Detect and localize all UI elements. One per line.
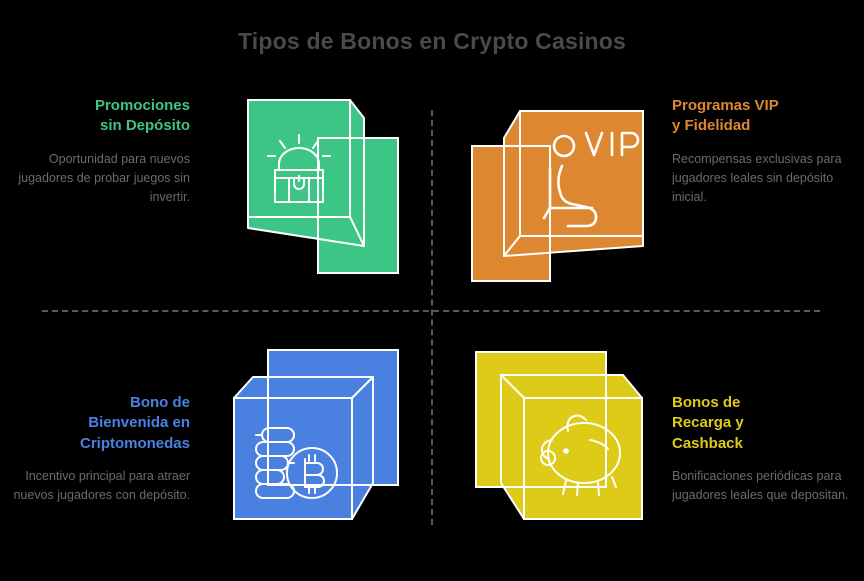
piggy-bank-icon bbox=[475, 351, 643, 520]
quadrant-body-top-left: Oportunidad para nuevos jugadores de pro… bbox=[18, 151, 190, 205]
quadrant-title-bottom-left: Bono de Bienvenida en Criptomonedas bbox=[10, 393, 190, 454]
quadrant-text-top-right: Programas VIP y Fidelidad Recompensas ex… bbox=[672, 96, 852, 208]
quadrant-text-bottom-left: Bono de Bienvenida en Criptomonedas Ince… bbox=[10, 393, 190, 506]
treasure-chest-icon bbox=[247, 99, 399, 274]
quadrant-text-top-left: Promociones sin Depósito Oportunidad par… bbox=[10, 96, 190, 208]
illustration-bottom-right bbox=[468, 343, 658, 538]
quadrant-body-bottom-right: Bonificaciones periódicas para jugadores… bbox=[672, 468, 849, 503]
illustration-top-right bbox=[466, 98, 646, 288]
quadrant-title-line: Bono de bbox=[130, 394, 190, 411]
quadrant-title-line: Promociones bbox=[94, 97, 190, 114]
quadrant-title-top-right: Programas VIP y Fidelidad bbox=[672, 96, 852, 137]
quadrant-text-bottom-right: Bonos de Recarga y Cashback Bonificacion… bbox=[672, 393, 852, 506]
quadrant-title-bottom-right: Bonos de Recarga y Cashback bbox=[672, 393, 852, 454]
quadrant-title-line: Cashback bbox=[672, 434, 743, 452]
vip-lounge-chair-icon bbox=[471, 110, 644, 282]
quadrant-title-line: Bienvenida en bbox=[88, 414, 190, 432]
quadrant-body-bottom-left: Incentivo principal para atraer nuevos j… bbox=[13, 468, 190, 503]
illustration-top-left bbox=[246, 98, 416, 288]
quadrant-title-line: Bonos de bbox=[672, 394, 741, 411]
quadrant-title-line: sin Depósito bbox=[99, 117, 190, 135]
quadrant-title-line: y Fidelidad bbox=[672, 117, 751, 135]
quadrant-title-line: Recarga y bbox=[672, 414, 744, 432]
quadrant-title-top-left: Promociones sin Depósito bbox=[10, 96, 190, 137]
quadrant-title-line: Criptomonedas bbox=[79, 434, 190, 452]
quadrant-title-line: Programas VIP bbox=[672, 97, 779, 114]
vertical-divider bbox=[431, 110, 433, 525]
quadrant-body-top-right: Recompensas exclusivas para jugadores le… bbox=[672, 151, 842, 205]
illustration-bottom-left bbox=[228, 343, 418, 538]
page-title: Tipos de Bonos en Crypto Casinos bbox=[237, 28, 627, 54]
bitcoin-coins-icon bbox=[233, 349, 399, 520]
